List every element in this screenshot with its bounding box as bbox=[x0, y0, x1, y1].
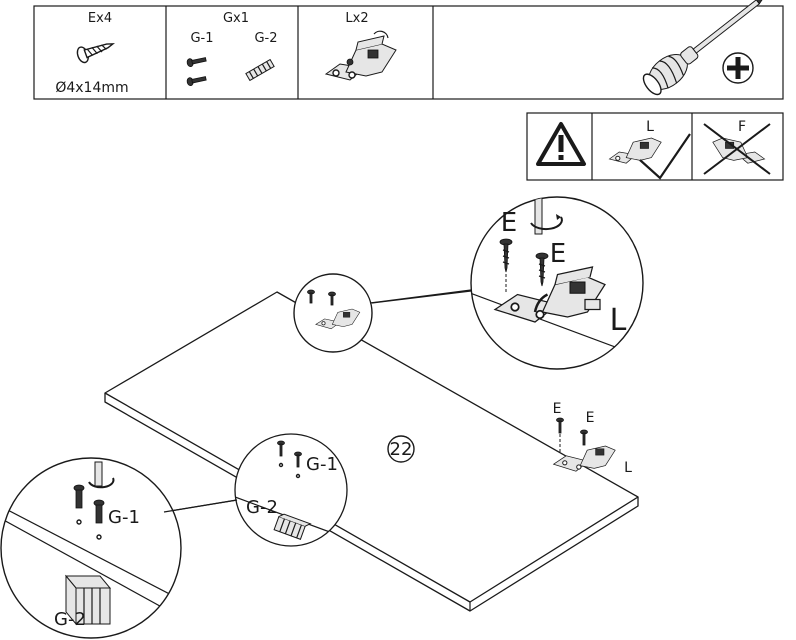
hinge-l-count: Lx2 bbox=[345, 11, 368, 26]
parts-table: Ex4 Ø4x14mm Gx1 G-1 G-2 bbox=[33, 0, 784, 100]
part-g1-label: G-1 bbox=[190, 31, 213, 46]
detail-circle-top-hinge bbox=[293, 273, 373, 353]
detail-circle-bumper: G-1 G-2 bbox=[234, 433, 348, 547]
screw-g1-icon bbox=[186, 57, 207, 87]
right-screw-label-1: E bbox=[553, 401, 562, 417]
wrong-hinge-orientation: F bbox=[703, 119, 771, 175]
zoom-screw-label-2: E bbox=[550, 239, 566, 269]
correct-hinge-label: L bbox=[646, 119, 654, 135]
mid-screw-label: G-1 bbox=[306, 454, 338, 475]
parts-cell-screw-e: Ex4 Ø4x14mm bbox=[55, 11, 128, 96]
bumper-g2-icon bbox=[245, 58, 275, 82]
screw-e-top-left bbox=[499, 238, 513, 294]
zoom-screw-g1-label: G-1 bbox=[108, 507, 140, 528]
leader-bottom bbox=[163, 499, 238, 513]
screw-g1-zoom-right bbox=[93, 499, 105, 540]
bumper-g2-zoom bbox=[64, 574, 112, 626]
leader-top bbox=[369, 289, 472, 304]
bumper-g2-mid bbox=[273, 513, 312, 540]
zoom-bumper-g2-label: G-2 bbox=[54, 609, 86, 630]
mid-bumper-label: G-2 bbox=[246, 497, 278, 518]
zoom-circle-bumper-detail: G-1 G-2 bbox=[0, 457, 182, 639]
panel-number-badge bbox=[387, 435, 415, 463]
screw-g1-zoom-left bbox=[73, 484, 85, 525]
checkmark-icon bbox=[639, 133, 691, 180]
screw-e-size: Ø4x14mm bbox=[55, 80, 128, 96]
screw-e-top-right bbox=[535, 252, 549, 287]
right-hinge-installation: E E L bbox=[553, 401, 633, 476]
bumper-g-count: Gx1 bbox=[223, 11, 249, 26]
screw-e-count: Ex4 bbox=[88, 11, 112, 26]
part-g2-label: G-2 bbox=[254, 31, 277, 46]
correct-hinge-orientation: L bbox=[608, 119, 691, 180]
right-screw-label-2: E bbox=[586, 410, 595, 426]
zoom-screw-label-1: E bbox=[501, 208, 517, 238]
warning-triangle-icon bbox=[536, 122, 586, 166]
phillips-screwdriver-icon bbox=[642, 0, 766, 96]
panel-number: 22 bbox=[390, 439, 413, 460]
wood-screw-icon bbox=[76, 43, 115, 64]
parts-cell-hinge-l: Lx2 bbox=[324, 11, 397, 81]
parts-cell-bumper-g: Gx1 G-1 G-2 bbox=[186, 11, 278, 87]
hinge-orientation-warning: L F bbox=[526, 112, 784, 181]
zoom-circle-hinge-detail: E E L bbox=[470, 196, 644, 370]
door-panel: 22 bbox=[104, 291, 639, 612]
cross-icon bbox=[703, 123, 771, 175]
zoom-hinge-label: L bbox=[610, 303, 627, 338]
wrong-hinge-label: F bbox=[738, 119, 746, 135]
right-hinge-label: L bbox=[624, 460, 632, 476]
hinge-icon bbox=[324, 30, 397, 81]
